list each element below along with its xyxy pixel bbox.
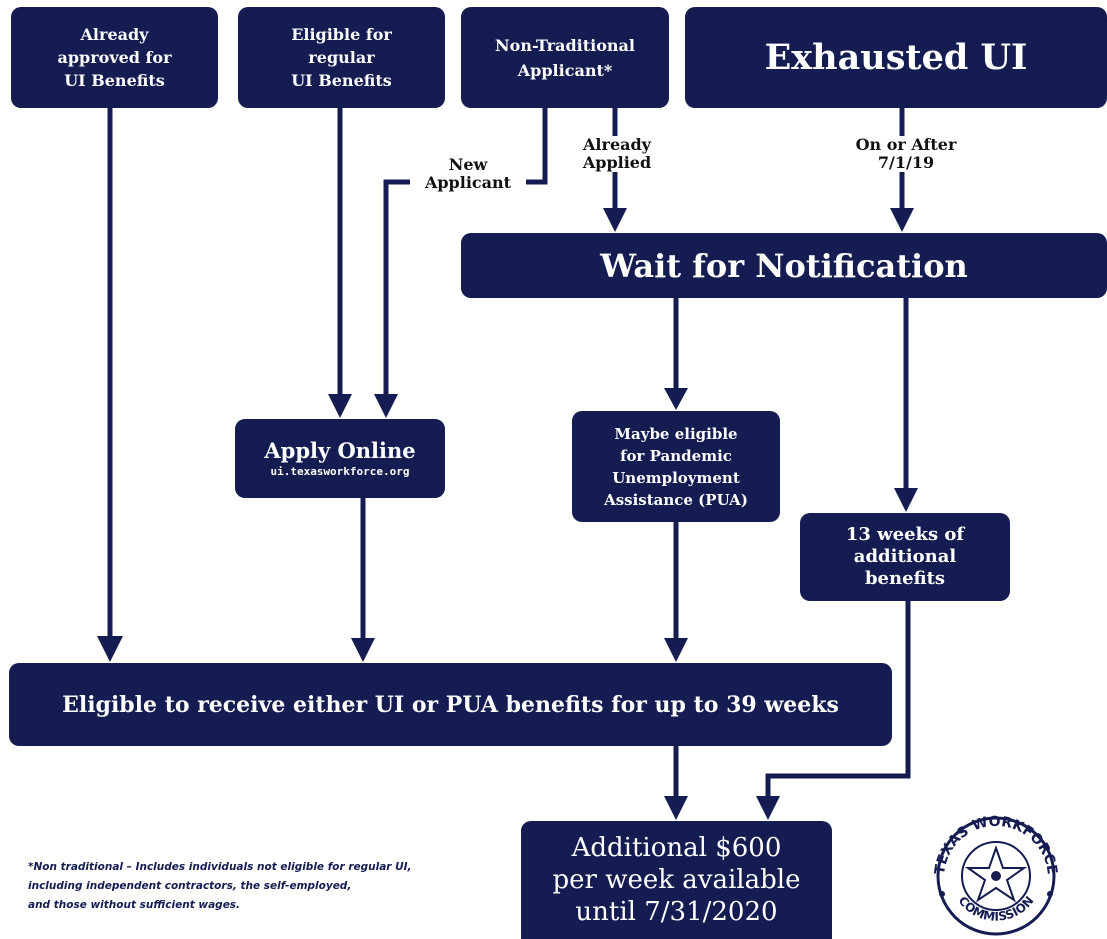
wait-notification-box: Wait for Notification xyxy=(461,233,1107,298)
apply-online-title: Apply Online xyxy=(264,437,416,463)
arrow-head xyxy=(351,638,375,662)
apply-online-box: Apply Online ui.texasworkforce.org xyxy=(235,419,445,498)
additional-600-text: Additional $600 per week available until… xyxy=(552,833,801,927)
thirteen-weeks-box: 13 weeks of additional benefits xyxy=(800,513,1010,601)
arrow-head xyxy=(894,488,918,512)
arrow-head xyxy=(664,796,688,820)
eligible-39-weeks-text: Eligible to receive either UI or PUA ben… xyxy=(62,691,839,718)
arrow-head xyxy=(664,388,688,410)
connector-13weeks-to-600 xyxy=(765,600,911,800)
non-traditional-text: Non-Traditional Applicant* xyxy=(495,35,635,80)
already-approved-text: Already approved for UI Benefits xyxy=(57,25,172,90)
arrow-head xyxy=(664,638,688,662)
already-applied-label: Already Applied xyxy=(566,136,668,172)
non-traditional-box: Non-Traditional Applicant* xyxy=(461,7,669,108)
arrow-head xyxy=(756,796,780,820)
pua-box: Maybe eligible for Pandemic Unemployment… xyxy=(572,411,780,522)
exhausted-ui-box: Exhausted UI xyxy=(685,7,1107,108)
footnote-text: *Non traditional – Includes individuals … xyxy=(28,861,412,911)
additional-600-box: Additional $600 per week available until… xyxy=(521,821,832,939)
new-applicant-label: New Applicant xyxy=(410,156,526,192)
arrow-head xyxy=(374,394,398,418)
exhausted-ui-text: Exhausted UI xyxy=(764,37,1028,78)
pua-text: Maybe eligible for Pandemic Unemployment… xyxy=(604,424,748,509)
thirteen-weeks-text: 13 weeks of additional benefits xyxy=(845,524,965,589)
eligible-regular-text: Eligible for regular UI Benefits xyxy=(291,25,392,90)
star-icon xyxy=(964,844,1028,903)
arrow-head xyxy=(328,394,352,418)
already-approved-box: Already approved for UI Benefits xyxy=(11,7,218,108)
apply-online-url: ui.texasworkforce.org xyxy=(270,464,410,478)
arrow-head xyxy=(603,208,627,232)
wait-notification-text: Wait for Notification xyxy=(600,246,968,285)
arrow-head xyxy=(890,208,914,232)
arrow-head xyxy=(97,636,123,662)
eligible-regular-box: Eligible for regular UI Benefits xyxy=(238,7,445,108)
texas-workforce-commission-seal: TEXAS WORKFORCE COMMISSION xyxy=(932,814,1060,936)
on-or-after-label: On or After 7/1/19 xyxy=(836,136,976,172)
eligible-39-weeks-box: Eligible to receive either UI or PUA ben… xyxy=(9,663,892,746)
